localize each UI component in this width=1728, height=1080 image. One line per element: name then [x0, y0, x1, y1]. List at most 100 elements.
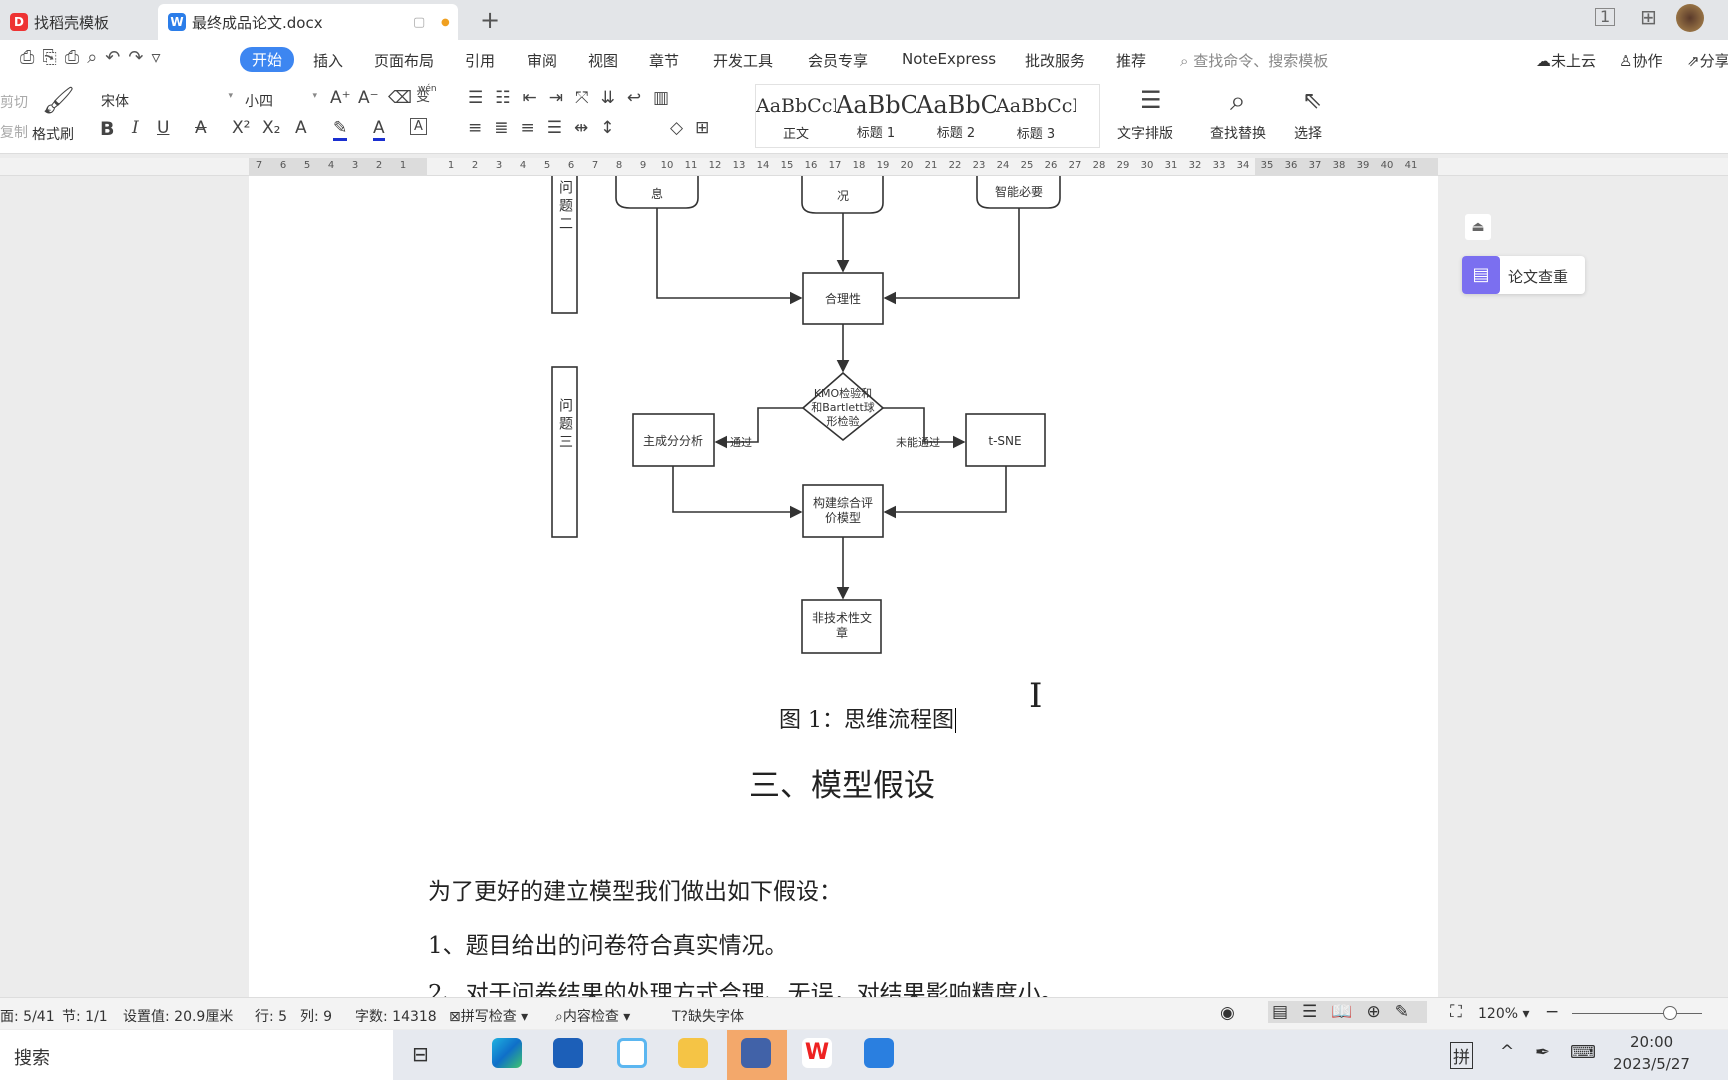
wps-office-icon[interactable]: W	[802, 1038, 832, 1068]
share-button[interactable]: ⇗分享	[1687, 52, 1728, 70]
text-layout-icon[interactable]: ☰	[1140, 86, 1162, 114]
zoom-slider[interactable]	[1572, 1013, 1702, 1014]
format-painter-icon[interactable]: 🖌	[42, 86, 76, 116]
view-mode-icons[interactable]: ▤☰📖⊕✎	[1268, 1001, 1427, 1023]
italic-icon[interactable]: I	[132, 118, 139, 138]
tab-docer[interactable]: D 找稻壳模板	[0, 4, 155, 40]
document-page[interactable]: 息 况 智能必要 合理性 KMO检验和 和Bartlett球 形检验 主成分分析…	[249, 176, 1438, 997]
avatar[interactable]	[1676, 4, 1704, 32]
clear-format-icon[interactable]: ⌫	[388, 88, 413, 108]
unsaved-dot-icon: ●	[441, 16, 450, 28]
clock-date[interactable]: 2023/5/27	[1613, 1055, 1690, 1073]
fit-page-icon[interactable]: ⛶	[1450, 1002, 1462, 1022]
menu-chapter[interactable]: 章节	[649, 52, 680, 70]
select-cursor-icon[interactable]: ⇖	[1302, 86, 1323, 114]
tray-expand-icon[interactable]: ^	[1500, 1042, 1515, 1062]
missing-font-button[interactable]: T?缺失字体	[672, 1009, 744, 1025]
text-layout-button[interactable]: 文字排版	[1117, 126, 1173, 142]
subscript-icon[interactable]: X₂	[262, 118, 281, 138]
format-painter-label[interactable]: 格式刷	[32, 127, 74, 143]
superscript-icon[interactable]: X²	[232, 118, 251, 138]
find-icon[interactable]: ⌕	[1230, 84, 1246, 117]
highlight-icon[interactable]: ✎	[333, 118, 348, 141]
store-icon[interactable]	[553, 1038, 583, 1068]
edge-browser-icon[interactable]	[492, 1038, 522, 1068]
layout-icon[interactable]: 1	[1595, 8, 1616, 26]
keyboard-icon[interactable]: ⌨	[1570, 1042, 1596, 1063]
cut-button[interactable]: 剪切	[0, 95, 28, 111]
menu-developer[interactable]: 开发工具	[713, 52, 774, 70]
zoom-slider-thumb[interactable]	[1662, 1006, 1677, 1020]
apps-grid-icon[interactable]: ⊞	[1640, 5, 1657, 29]
quick-access-icons[interactable]: ⎙⎘⎙⌕↶↷▿	[20, 47, 169, 68]
menu-noteexpress[interactable]: NoteExpress	[902, 50, 997, 68]
taskbar-search[interactable]: 搜索	[0, 1030, 393, 1080]
char-border-icon[interactable]: A	[410, 118, 427, 135]
new-tab-icon[interactable]: +	[480, 6, 501, 34]
list-buttons-icons[interactable]: ☰☷⇤⇥⤧⇊↩▥	[468, 88, 682, 108]
menu-references[interactable]: 引用	[465, 52, 496, 70]
eye-protection-icon[interactable]: ◉	[1220, 1003, 1235, 1023]
thesis-check-button[interactable]: ▤ 论文查重	[1462, 256, 1585, 294]
ruler-number: 6	[567, 160, 575, 171]
zoom-out-icon[interactable]: −	[1545, 1002, 1560, 1022]
menu-page-layout[interactable]: 页面布局	[374, 52, 435, 70]
spell-check-button[interactable]: ⊠拼写检查 ▾	[449, 1009, 529, 1025]
ruler-number: 1	[399, 160, 407, 171]
menu-view[interactable]: 视图	[588, 52, 619, 70]
menu-member[interactable]: 会员专享	[808, 52, 869, 70]
find-replace-button[interactable]: 查找替换	[1210, 126, 1266, 142]
content-check-button[interactable]: ⌕内容检查 ▾	[555, 1009, 631, 1025]
q2-box	[551, 176, 578, 314]
align-buttons-icons[interactable]: ≡≣≡☰⇹↕	[468, 118, 627, 138]
ruler-number: 31	[1164, 160, 1178, 171]
ime-indicator[interactable]: 拼	[1450, 1042, 1473, 1069]
collapse-panel-icon[interactable]: ⏏	[1465, 214, 1491, 240]
ruler-number: 37	[1308, 160, 1322, 171]
font-shrink-icon[interactable]: A⁻	[358, 88, 379, 108]
page-indicator[interactable]: 页面: 5/41	[0, 1009, 55, 1025]
cloud-status-button[interactable]: ☁未上云	[1536, 52, 1597, 70]
strikethrough-icon[interactable]: A	[195, 118, 207, 138]
window-icon[interactable]: ▢	[413, 14, 426, 30]
menu-insert[interactable]: 插入	[313, 52, 344, 70]
clock-time[interactable]: 20:00	[1630, 1033, 1674, 1051]
font-size-select[interactable]: 小四▾	[240, 88, 322, 110]
menu-review[interactable]: 审阅	[527, 52, 558, 70]
zoom-level-select[interactable]: 120% ▾	[1478, 1006, 1530, 1022]
word-count[interactable]: 字数: 14318	[355, 1009, 437, 1025]
font-name-select[interactable]: 宋体▾	[96, 88, 238, 110]
ruler-number: 34	[1236, 160, 1250, 171]
edge	[883, 208, 1020, 305]
text-effect-icon[interactable]: A	[295, 118, 307, 138]
command-search[interactable]: ⌕ 查找命令、搜索模板	[1180, 50, 1328, 71]
underline-icon[interactable]: U	[157, 118, 170, 138]
task-view-icon[interactable]: ⊟	[412, 1042, 429, 1066]
menu-correction[interactable]: 批改服务	[1025, 52, 1086, 70]
baidu-netdisk-icon[interactable]	[617, 1038, 647, 1068]
pen-icon[interactable]: ✒	[1535, 1042, 1551, 1063]
tab-label: 最终成品论文.docx	[192, 13, 323, 32]
menu-start[interactable]: 开始	[240, 47, 295, 72]
collab-button[interactable]: ♙协作	[1619, 52, 1663, 70]
remote-desktop-icon[interactable]	[741, 1038, 771, 1068]
font-color-icon[interactable]: A	[373, 118, 385, 141]
bold-icon[interactable]: B	[100, 118, 115, 140]
shading-border-icons[interactable]: ◇⊞	[670, 118, 722, 138]
font-grow-icon[interactable]: A⁺	[330, 88, 351, 108]
select-button[interactable]: 选择	[1294, 126, 1322, 142]
menu-recommend[interactable]: 推荐	[1116, 52, 1147, 70]
feishu-icon[interactable]	[864, 1038, 894, 1068]
file-explorer-icon[interactable]	[678, 1038, 708, 1068]
ruler-number: 27	[1068, 160, 1082, 171]
search-icon: ⌕	[1180, 52, 1189, 70]
tab-document[interactable]: W 最终成品论文.docx ▢ ●	[158, 4, 458, 40]
copy-button[interactable]: 复制	[0, 125, 28, 141]
